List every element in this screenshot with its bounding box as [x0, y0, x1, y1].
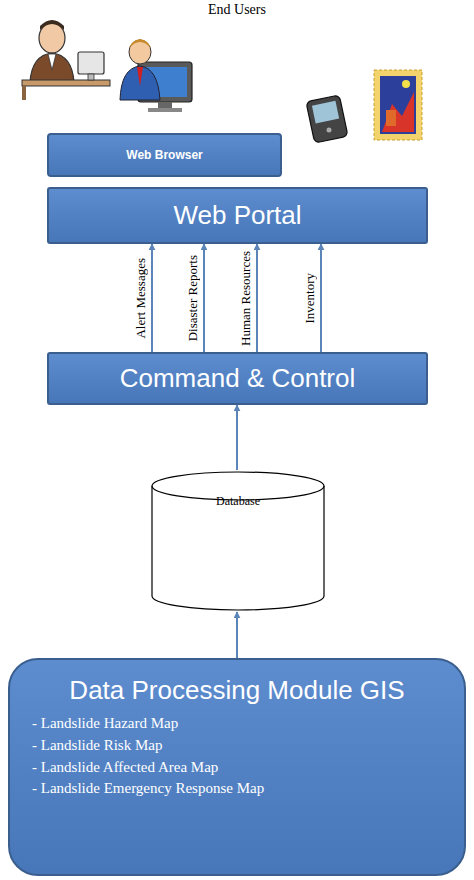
- map-list-item: - Landslide Affected Area Map: [32, 757, 218, 779]
- map-list-item: - Landslide Risk Map: [32, 735, 162, 757]
- flow-arrow: [203, 244, 205, 352]
- edge-label: Alert Messages: [133, 258, 149, 339]
- mobile-phone-icon: [306, 95, 348, 143]
- flow-arrow: [151, 244, 153, 352]
- edge-label: Human Resources: [238, 251, 254, 346]
- database-cylinder: Database: [150, 470, 326, 612]
- web-browser-box: Web Browser: [47, 133, 282, 177]
- stamp-icon: [374, 70, 422, 140]
- flow-arrow: [256, 244, 258, 352]
- flow-arrow: [320, 244, 322, 352]
- map-list-item: - Landslide Hazard Map: [32, 713, 178, 735]
- user-with-computer-icon: [120, 39, 192, 112]
- edge-label: Inventory: [302, 273, 318, 324]
- node-text: Web Browser: [126, 148, 202, 162]
- caption-label: End Users: [208, 2, 266, 18]
- flow-arrow: [236, 612, 238, 658]
- edge-label: Disaster Reports: [185, 255, 201, 341]
- module-heading: Data Processing Module GIS: [69, 676, 404, 705]
- web-portal-box: Web Portal: [47, 187, 428, 244]
- user-at-desk-icon: [22, 20, 110, 100]
- command-control-box: Command & Control: [47, 352, 428, 405]
- node-text: Database: [150, 494, 326, 509]
- node-text: Web Portal: [173, 200, 301, 231]
- data-processing-box: Data Processing Module GIS - Landslide Ha…: [8, 658, 466, 876]
- cylinder-outline: [150, 470, 326, 612]
- map-list-item: - Landslide Emergency Response Map: [32, 778, 264, 800]
- flow-arrow: [236, 405, 238, 470]
- node-text: Command & Control: [120, 363, 356, 394]
